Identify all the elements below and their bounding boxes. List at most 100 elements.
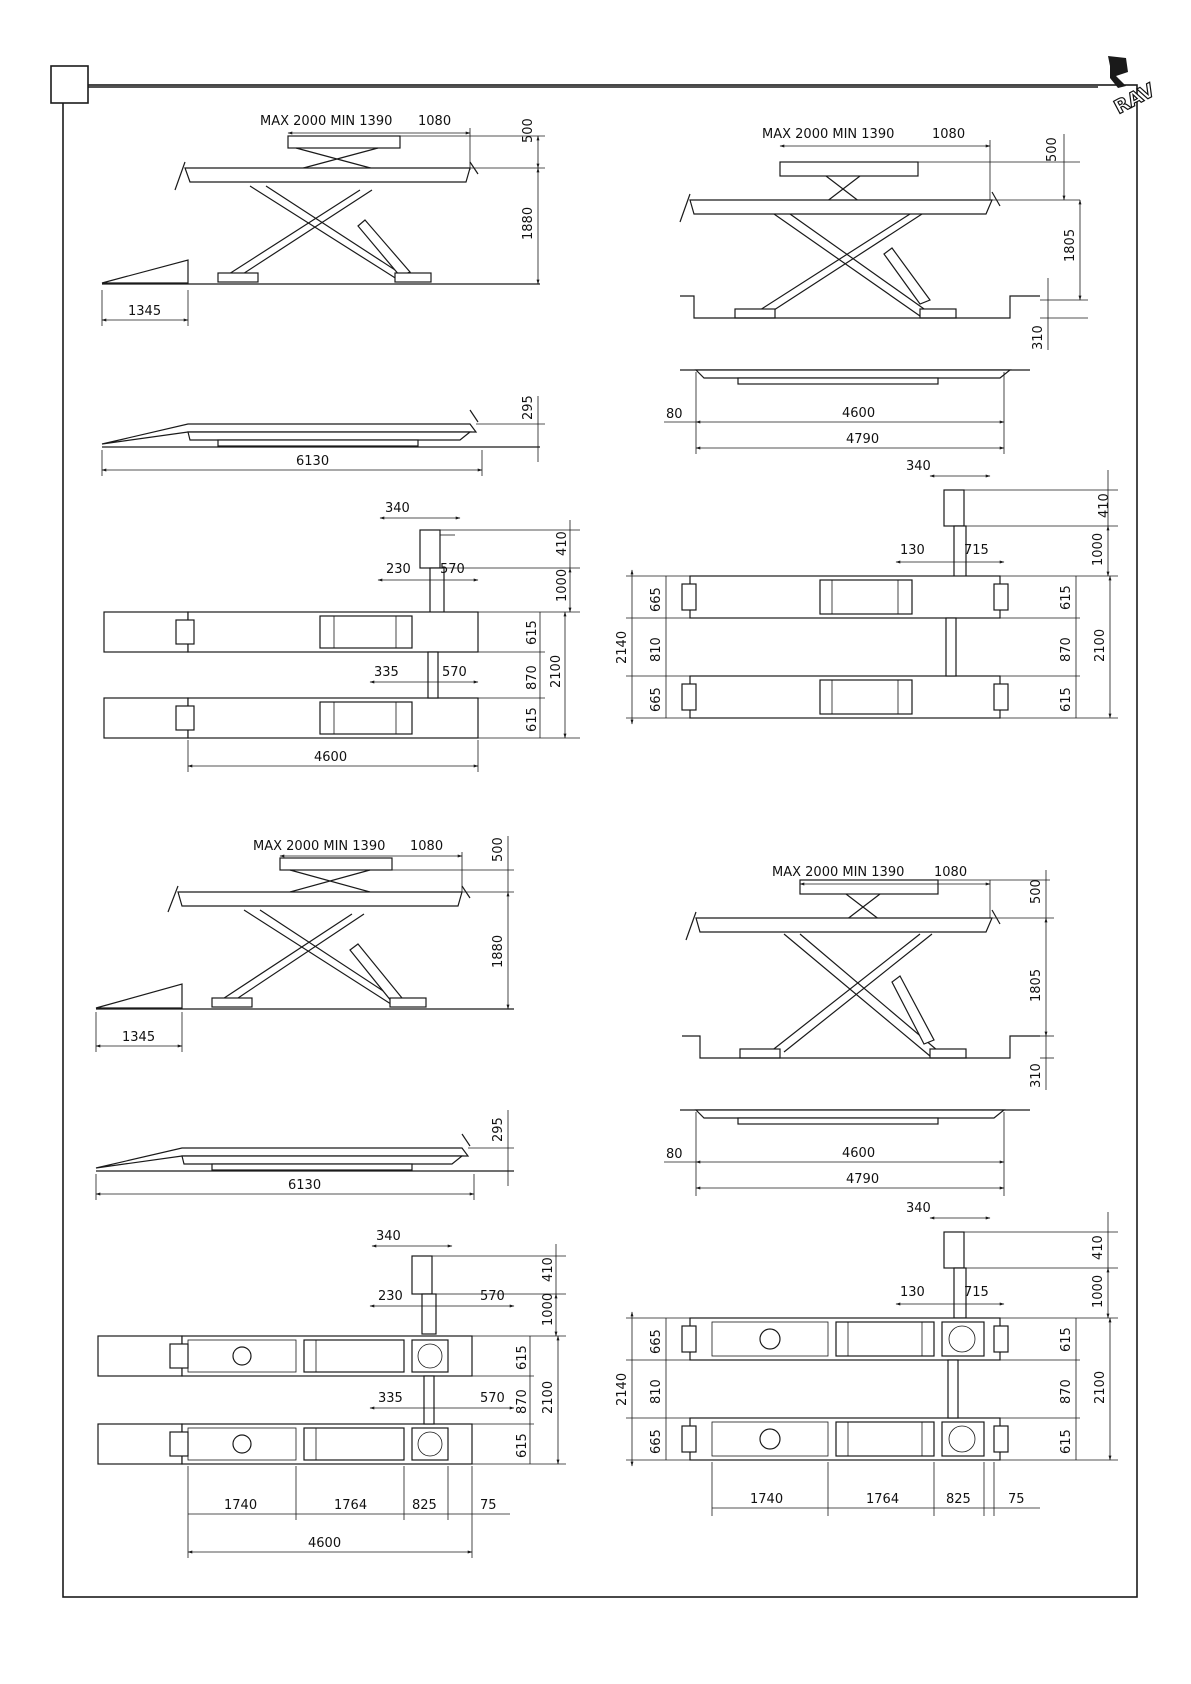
dim-6130-tl: 6130 (296, 454, 329, 469)
dim-615-bl-b: 615 (515, 1433, 530, 1458)
dim-4600-tr: 4600 (842, 406, 875, 421)
dim-570-bl-a: 570 (480, 1289, 505, 1304)
side-view-top-right: MAX 2000 MIN 1390 1080 500 1805 310 (679, 127, 1088, 350)
dim-310-br: 310 (1029, 1063, 1044, 1088)
dim-825-br: 825 (946, 1492, 971, 1507)
dim-810-br: 810 (649, 1379, 664, 1404)
dim-715-tr: 715 (964, 543, 989, 558)
dim-410-br: 410 (1091, 1235, 1106, 1260)
side-view-top-left: MAX 2000 MIN 1390 1080 500 1880 1345 (101, 114, 545, 326)
dim-615-tr-a: 615 (1059, 585, 1074, 610)
dim-615-br-a: 615 (1059, 1327, 1074, 1352)
dim-80-br: 80 (666, 1147, 683, 1162)
dim-570-bl-b: 570 (480, 1391, 505, 1406)
dim-1880-bl: 1880 (491, 935, 506, 968)
dim-665-br-b: 665 (649, 1429, 664, 1454)
plan-view-top-right: 340 410 1000 2100 615 870 615 130 715 21… (615, 459, 1118, 725)
dim-1000-tr: 1000 (1091, 533, 1106, 566)
dim-665-br-a: 665 (649, 1329, 664, 1354)
dim-715-br: 715 (964, 1285, 989, 1300)
side-view-bottom-right: MAX 2000 MIN 1390 1080 500 1805 310 (682, 865, 1054, 1090)
dim-570-tl-a: 570 (440, 562, 465, 577)
dim-max-min-tl: MAX 2000 MIN 1390 (260, 114, 392, 129)
dim-570-tl-b: 570 (442, 665, 467, 680)
dim-335-bl: 335 (378, 1391, 403, 1406)
dim-2100-tl: 2100 (549, 655, 564, 688)
dim-615-tl-b: 615 (525, 707, 540, 732)
dim-500-bl: 500 (491, 837, 506, 862)
dim-1345-bl: 1345 (122, 1030, 155, 1045)
dim-810-tr: 810 (649, 637, 664, 662)
dim-295-bl: 295 (491, 1117, 506, 1142)
dim-1764-bl: 1764 (334, 1498, 367, 1513)
dim-1740-br: 1740 (750, 1492, 783, 1507)
dim-4600-tl: 4600 (314, 750, 347, 765)
dim-max-min-bl: MAX 2000 MIN 1390 (253, 839, 385, 854)
dim-130-tr: 130 (900, 543, 925, 558)
side-view-bottom-left: MAX 2000 MIN 1390 1080 500 1880 1345 (95, 836, 514, 1052)
dim-340-tl: 340 (385, 501, 410, 516)
dim-75-br: 75 (1008, 1492, 1025, 1507)
dim-2140-br: 2140 (615, 1373, 630, 1406)
plan-view-top-left: 340 410 1000 615 870 615 2100 230 570 33… (103, 501, 580, 772)
dim-4600-br: 4600 (842, 1146, 875, 1161)
dim-1080-bl: 1080 (410, 839, 443, 854)
plan-view-bottom-left: 340 410 1000 615 870 615 2100 230 570 33… (97, 1229, 566, 1558)
dim-500-br: 500 (1029, 879, 1044, 904)
dim-615-tl-a: 615 (525, 620, 540, 645)
page-frame (50, 65, 1138, 1598)
dim-2100-br: 2100 (1093, 1371, 1108, 1404)
dim-1080-br: 1080 (934, 865, 967, 880)
dim-1805-tr: 1805 (1063, 229, 1078, 262)
dim-6130-bl: 6130 (288, 1178, 321, 1193)
dim-615-tr-b: 615 (1059, 687, 1074, 712)
dim-335-tl: 335 (374, 665, 399, 680)
dim-80-tr: 80 (666, 407, 683, 422)
dim-1345-tl: 1345 (128, 304, 161, 319)
dim-1805-br: 1805 (1029, 969, 1044, 1002)
dim-2140-tr: 2140 (615, 631, 630, 664)
dim-1000-br: 1000 (1091, 1275, 1106, 1308)
dim-500-tr: 500 (1045, 137, 1060, 162)
dim-870-tl: 870 (525, 665, 540, 690)
dim-500-tl: 500 (521, 118, 536, 143)
dim-1080-tr: 1080 (932, 127, 965, 142)
dim-870-br: 870 (1059, 1379, 1074, 1404)
lowered-view-bottom-right: 80 4600 4790 (664, 1109, 1030, 1196)
dim-410-bl: 410 (541, 1257, 556, 1282)
dim-1080-tl: 1080 (418, 114, 451, 129)
dim-230-tl: 230 (386, 562, 411, 577)
dim-1764-br: 1764 (866, 1492, 899, 1507)
dim-870-bl: 870 (515, 1389, 530, 1414)
dim-1000-tl: 1000 (555, 569, 570, 602)
dim-1880-tl: 1880 (521, 207, 536, 240)
dim-295-tl: 295 (521, 395, 536, 420)
dim-340-tr: 340 (906, 459, 931, 474)
dim-4790-tr: 4790 (846, 432, 879, 447)
lowered-view-top-right: 80 4600 4790 (664, 369, 1030, 454)
plan-view-bottom-right: 340 410 1000 2100 615 870 615 130 715 21… (615, 1201, 1118, 1516)
lowered-view-bottom-left: 295 6130 (95, 1110, 514, 1200)
dim-615-br-b: 615 (1059, 1429, 1074, 1454)
dim-870-tr: 870 (1059, 637, 1074, 662)
dim-310-tr: 310 (1031, 325, 1046, 350)
dim-825-bl: 825 (412, 1498, 437, 1513)
dim-410-tl: 410 (555, 531, 570, 556)
dim-230-bl: 230 (378, 1289, 403, 1304)
dim-max-min-br: MAX 2000 MIN 1390 (772, 865, 904, 880)
dim-340-br: 340 (906, 1201, 931, 1216)
dim-340-bl: 340 (376, 1229, 401, 1244)
dim-2100-tr: 2100 (1093, 629, 1108, 662)
dim-665-tr-a: 665 (649, 587, 664, 612)
dim-1000-bl: 1000 (541, 1293, 556, 1326)
dim-75-bl: 75 (480, 1498, 497, 1513)
lowered-view-top-left: 295 6130 (101, 395, 545, 476)
dim-max-min-tr: MAX 2000 MIN 1390 (762, 127, 894, 142)
dim-130-br: 130 (900, 1285, 925, 1300)
dim-4790-br: 4790 (846, 1172, 879, 1187)
dim-410-tr: 410 (1097, 493, 1112, 518)
dim-665-tr-b: 665 (649, 687, 664, 712)
rav-logo: RAV (1108, 56, 1160, 119)
dim-4600-bl: 4600 (308, 1536, 341, 1551)
